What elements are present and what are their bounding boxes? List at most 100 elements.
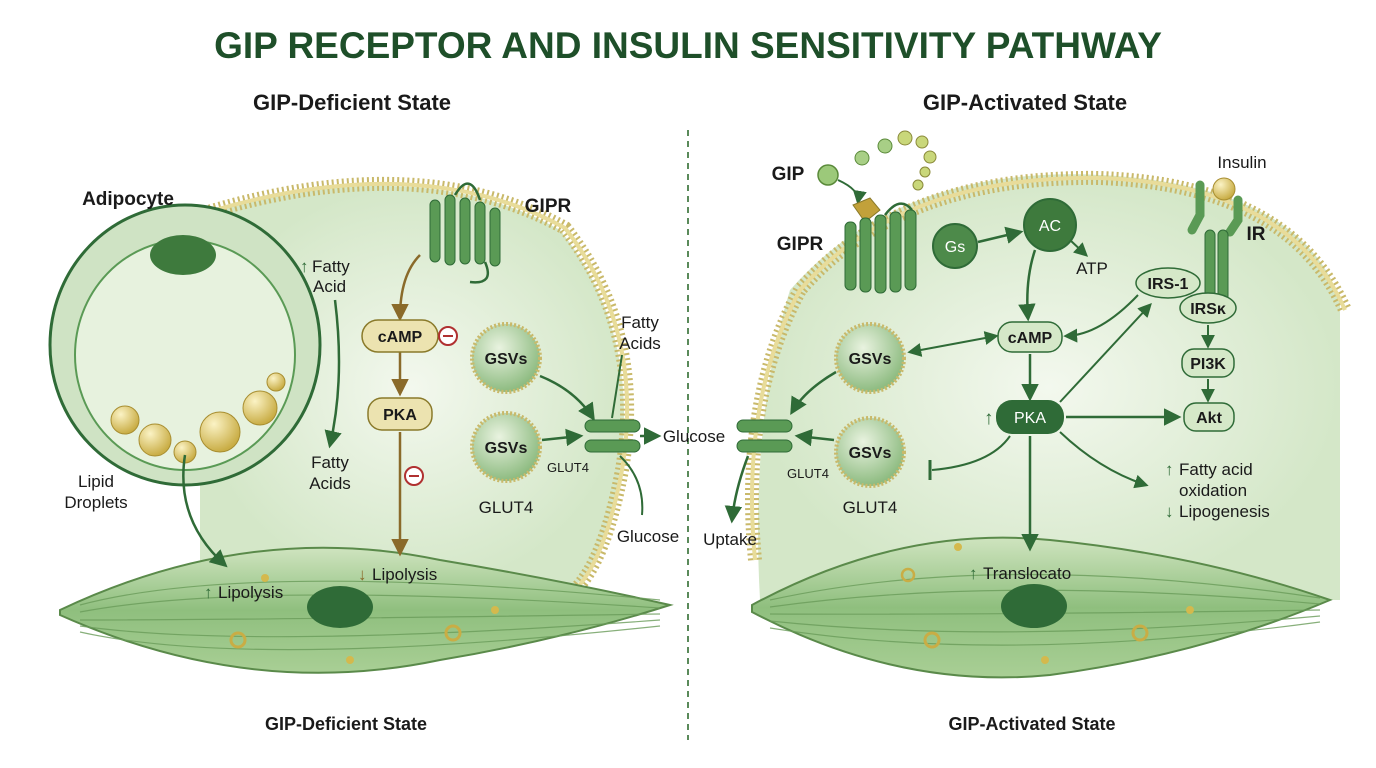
gs-label: Gs bbox=[945, 239, 965, 256]
ac-label: AC bbox=[1039, 218, 1061, 235]
lipid-droplet bbox=[242, 390, 278, 426]
left-up-lipolysis-label: Lipolysis bbox=[218, 583, 283, 602]
left-glut4-label: GLUT4 bbox=[479, 498, 534, 517]
fatty-acid-arrow bbox=[324, 299, 342, 449]
left-gsv-vesicle-icon bbox=[470, 322, 542, 394]
left-down-lipolysis-label: Lipolysis bbox=[372, 565, 437, 584]
right-gsv-top-label: GSVs bbox=[849, 351, 892, 368]
ac-node bbox=[1023, 198, 1077, 252]
atp-label: ATP bbox=[1076, 259, 1108, 278]
up-arrow-icon: ↑ bbox=[1165, 460, 1174, 479]
right-pka-node bbox=[996, 400, 1064, 434]
right-panel-header: GIP-Activated State bbox=[923, 90, 1127, 115]
translocation-label: Translocato bbox=[983, 564, 1071, 583]
insulin-label: Insulin bbox=[1217, 153, 1266, 172]
left-glut4-transporter-icon bbox=[584, 419, 641, 453]
right-muscle-granule bbox=[1186, 606, 1194, 614]
gs-to-ac-arrow bbox=[977, 226, 1024, 244]
gip-label: GIP bbox=[772, 164, 805, 185]
left-panel-footer: GIP-Deficient State bbox=[265, 714, 427, 734]
left-muscle-nucleus bbox=[307, 586, 373, 628]
lipid-droplet bbox=[138, 423, 172, 457]
camp-gsv-arrow bbox=[907, 331, 999, 357]
pi3k-label: PI3K bbox=[1190, 356, 1226, 373]
left-fatty-acids-membrane-line2: Acids bbox=[619, 334, 661, 353]
right-muscle-nucleus bbox=[1001, 584, 1067, 628]
right-mitochondrion-icon bbox=[900, 567, 916, 583]
akt-label: Akt bbox=[1196, 410, 1222, 427]
right-gsv-translocation-arrow bbox=[790, 370, 837, 416]
up-arrow-icon: ↑ bbox=[204, 583, 213, 602]
gip-binding-arrow bbox=[837, 179, 867, 205]
left-muscle-striations bbox=[79, 580, 661, 651]
main-title: GIP RECEPTOR AND INSULIN SENSITIVITY PAT… bbox=[214, 25, 1162, 66]
left-mitochondrion-icon bbox=[444, 624, 462, 642]
left-gsv-bottom-label: GSVs bbox=[485, 440, 528, 457]
fatty-acid-oxidation-line2: oxidation bbox=[1179, 481, 1247, 500]
gipr-to-camp-arrow bbox=[391, 254, 421, 322]
left-panel-header: GIP-Deficient State bbox=[253, 90, 451, 115]
adipocyte-nucleus bbox=[150, 235, 216, 275]
left-glut4-small-label: GLUT4 bbox=[547, 460, 589, 475]
right-gsv-vesicle-icon bbox=[834, 416, 906, 488]
left-pka-label: PKA bbox=[383, 407, 417, 424]
right-camp-label: cAMP bbox=[1008, 330, 1053, 347]
pka-inhibition-line bbox=[931, 435, 1011, 471]
up-arrow-icon: ↑ bbox=[300, 257, 309, 276]
ac-to-camp-arrow bbox=[1018, 249, 1037, 322]
left-fatty-acids-membrane-line1: Fatty bbox=[621, 313, 659, 332]
pka-to-oxidation-arrow bbox=[1059, 431, 1149, 489]
left-gipr-label: GIPR bbox=[525, 196, 572, 217]
lipid-droplets-label-line2: Droplets bbox=[64, 493, 127, 512]
right-gipr-receptor-icon bbox=[844, 197, 917, 294]
right-cell-membrane-core bbox=[750, 175, 1347, 561]
right-mitochondrion-icon bbox=[1131, 624, 1149, 642]
left-glucose-out-label: Glucose bbox=[663, 427, 725, 446]
left-pka-node bbox=[367, 397, 433, 431]
left-gsv-vesicle-icon bbox=[470, 411, 542, 483]
gip-peptide-icon bbox=[817, 130, 937, 191]
irs1-node bbox=[1135, 267, 1201, 299]
gs-node bbox=[932, 223, 978, 269]
down-arrow-icon: ↓ bbox=[358, 565, 367, 584]
irs1-label: IRS-1 bbox=[1148, 276, 1189, 293]
fatty-acids-pointer bbox=[611, 354, 623, 419]
fatty-acids-mid-line2: Acids bbox=[309, 474, 351, 493]
insulin-receptor-icon bbox=[1187, 180, 1243, 311]
right-muscle-granule bbox=[954, 543, 962, 551]
fatty-acids-mid-line1: Fatty bbox=[311, 453, 349, 472]
lipid-droplet bbox=[110, 405, 140, 435]
down-arrow-icon: ↓ bbox=[1165, 502, 1174, 521]
ac-to-atp-arrow bbox=[1069, 239, 1089, 257]
right-glut4-transporter-icon bbox=[736, 419, 793, 453]
left-muscle-granule bbox=[346, 656, 354, 664]
akt-node bbox=[1183, 402, 1235, 432]
left-mitochondrion-icon bbox=[229, 631, 247, 649]
right-gsv-to-glut4-arrow bbox=[794, 428, 835, 447]
up-arrow-icon: ↑ bbox=[969, 564, 978, 583]
lipogenesis-label: Lipogenesis bbox=[1179, 502, 1270, 521]
right-mitochondrion-icon bbox=[923, 631, 941, 649]
glucose-uptake-arrow bbox=[724, 455, 750, 524]
left-gsv-top-label: GSVs bbox=[485, 351, 528, 368]
up-arrow-icon: ↑ bbox=[984, 408, 994, 429]
right-glut4-small-label: GLUT4 bbox=[787, 466, 829, 481]
uptake-label: Uptake bbox=[703, 530, 757, 549]
left-camp-label: cAMP bbox=[378, 329, 423, 346]
lipolysis-arrow bbox=[182, 454, 228, 568]
right-muscle-granule bbox=[1041, 656, 1049, 664]
adipocyte-label: Adipocyte bbox=[82, 189, 174, 210]
fatty-acid-oxidation-line1: Fatty acid bbox=[1179, 460, 1253, 479]
left-glucose-bottom-label: Glucose bbox=[617, 527, 679, 546]
irsk-node bbox=[1179, 292, 1237, 324]
lipid-droplet bbox=[199, 411, 241, 453]
gsv-translocation-arrow bbox=[539, 374, 595, 421]
right-pka-label: PKA bbox=[1014, 410, 1046, 427]
pi3k-node bbox=[1181, 348, 1235, 378]
left-gipr-receptor-icon bbox=[429, 182, 501, 284]
irs1-to-camp-arrow bbox=[1063, 294, 1139, 343]
gsv-to-glut4-arrow bbox=[541, 428, 584, 447]
lipid-droplet bbox=[266, 372, 286, 392]
